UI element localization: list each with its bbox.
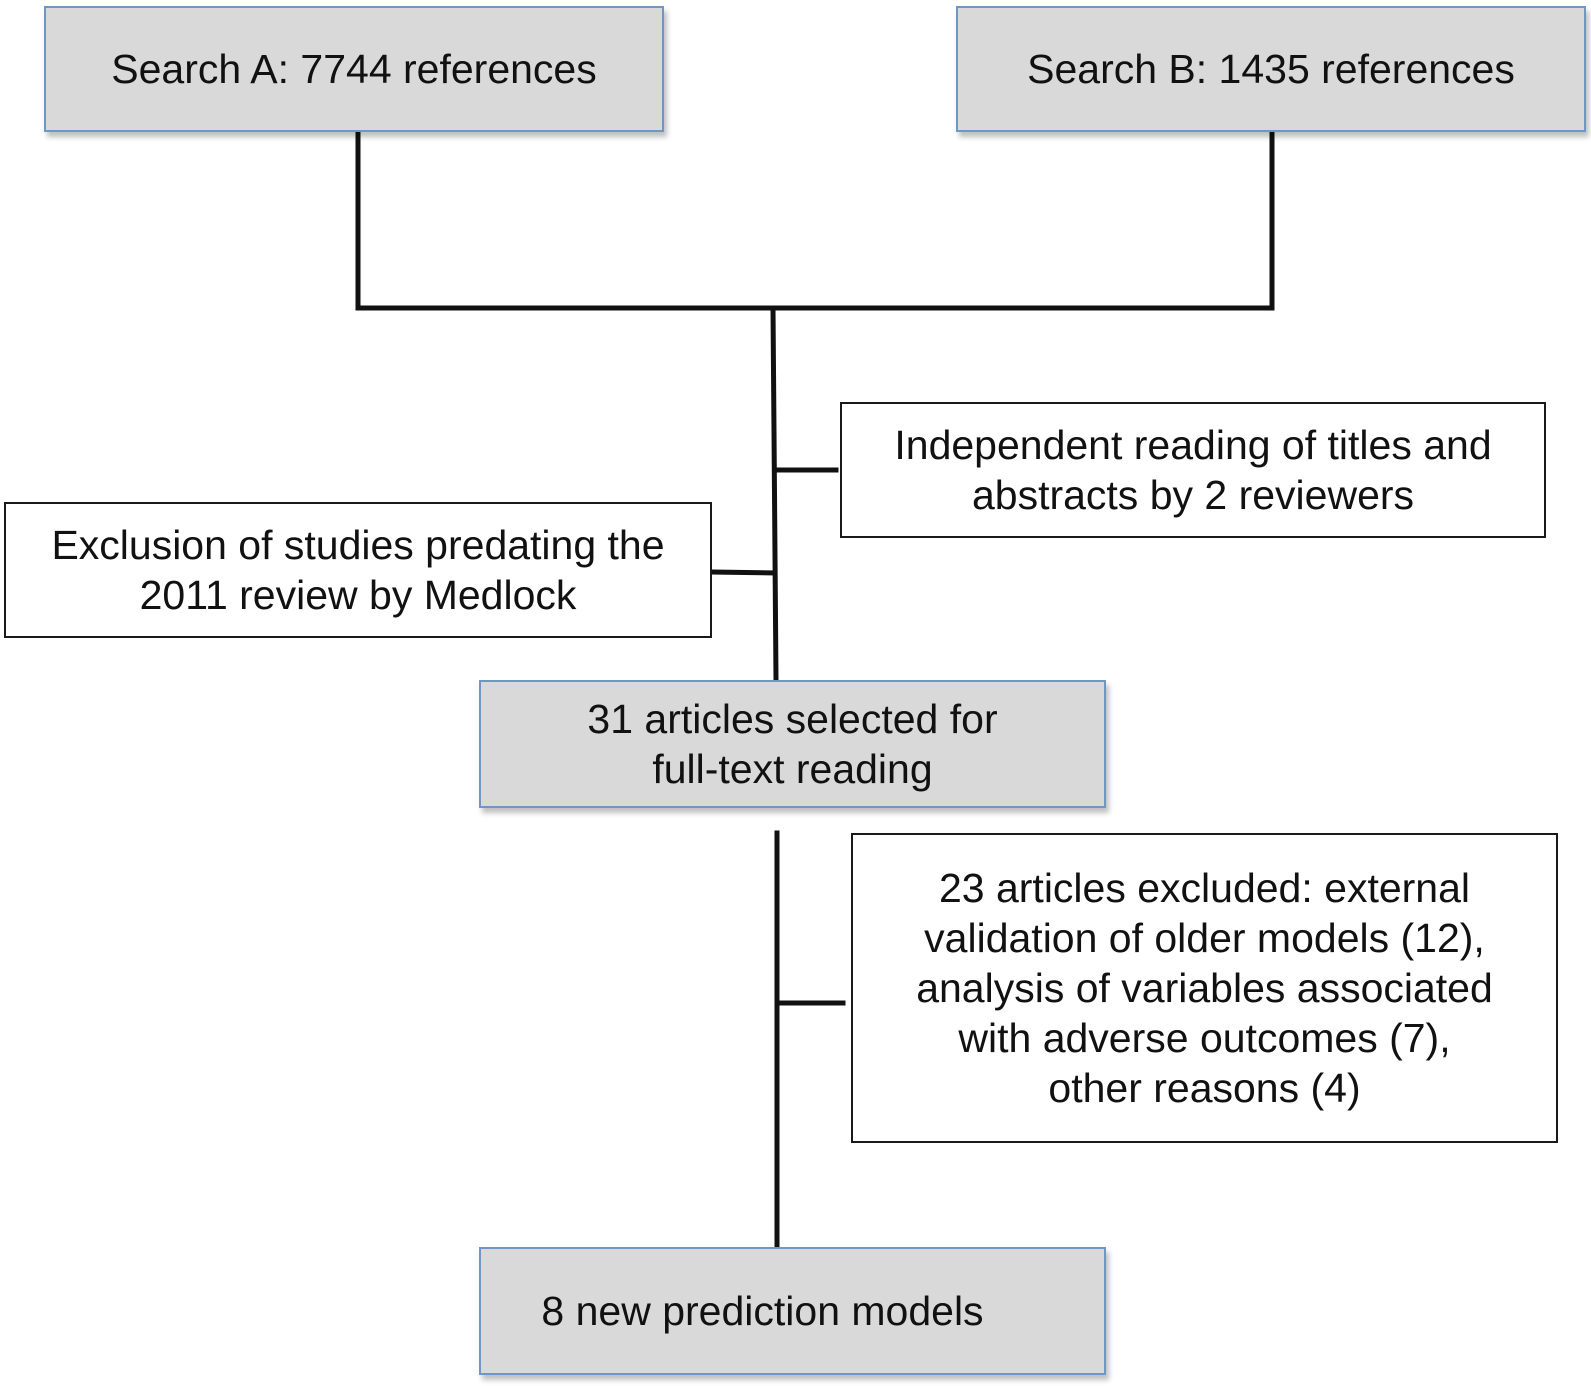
- node-excluded-articles-label: 23 articles excluded: external validatio…: [916, 865, 1493, 1111]
- node-independent-reading-label: Independent reading of titles and abstra…: [894, 422, 1492, 518]
- connector-branch-exclusion: [709, 569, 778, 576]
- node-search-b: Search B: 1435 references: [956, 6, 1586, 132]
- node-selected-full-text-label: 31 articles selected for full-text readi…: [587, 696, 998, 792]
- node-independent-reading: Independent reading of titles and abstra…: [840, 402, 1546, 538]
- node-exclusion-predating-label: Exclusion of studies predating the 2011 …: [51, 522, 665, 618]
- node-exclusion-predating: Exclusion of studies predating the 2011 …: [4, 502, 712, 638]
- node-excluded-articles: 23 articles excluded: external validatio…: [851, 833, 1558, 1143]
- node-search-a-label: Search A: 7744 references: [111, 46, 597, 92]
- node-new-models-label: 8 new prediction models: [541, 1288, 984, 1334]
- node-search-b-label: Search B: 1435 references: [1027, 46, 1515, 92]
- connector-trunk-upper: [770, 305, 779, 683]
- node-search-a: Search A: 7744 references: [44, 6, 664, 132]
- node-new-models: 8 new prediction models: [479, 1247, 1106, 1375]
- node-selected-full-text: 31 articles selected for full-text readi…: [479, 680, 1106, 808]
